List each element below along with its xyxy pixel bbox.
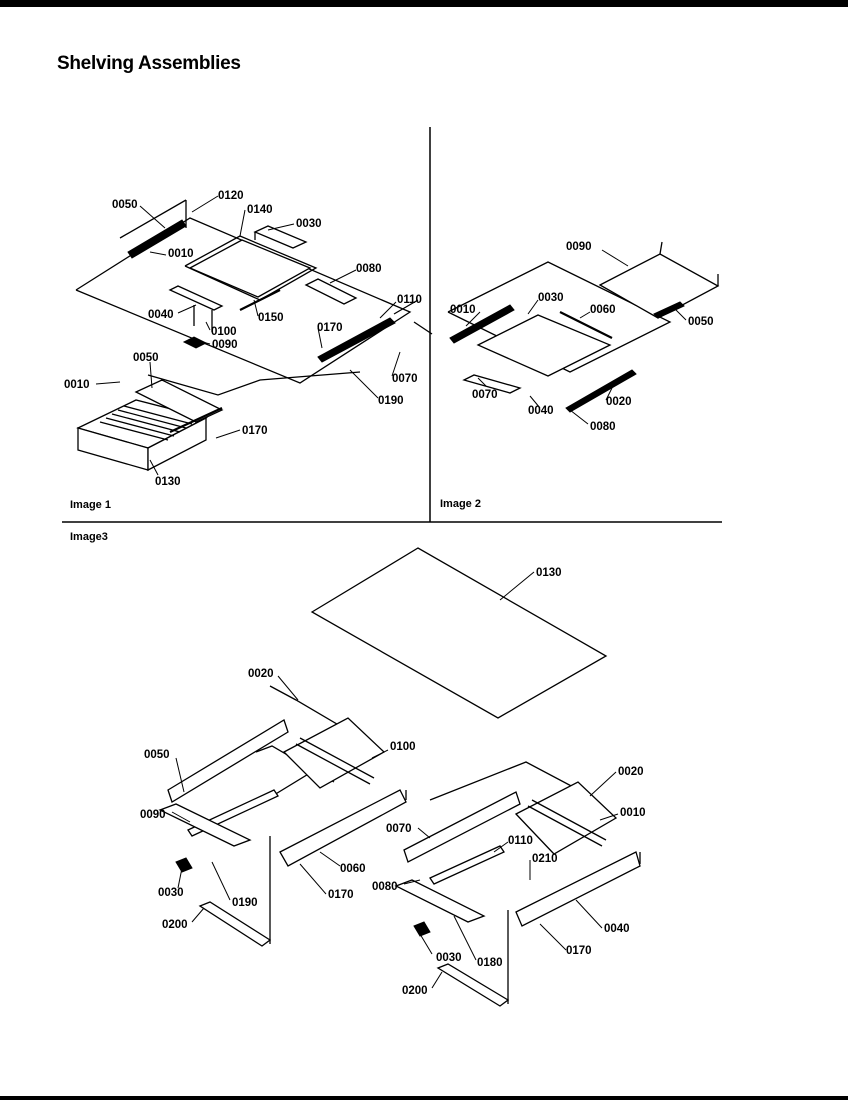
label-0120: 0120	[218, 190, 244, 202]
image2-drawing	[447, 241, 720, 413]
label-0050: 0050	[112, 199, 138, 211]
label-0050: 0050	[688, 316, 714, 328]
label-0010: 0010	[620, 807, 646, 819]
label-0100: 0100	[390, 741, 416, 753]
label-0030: 0030	[436, 952, 462, 964]
caption-image2: Image 2	[440, 498, 481, 510]
caption-image1: Image 1	[70, 499, 111, 511]
label-0130: 0130	[155, 476, 181, 488]
label-0010: 0010	[450, 304, 476, 316]
label-0050: 0050	[133, 352, 159, 364]
image3-part-labels: 0130 0020 0050 0100 0090 0020 0010 0070 …	[140, 567, 646, 997]
label-0170: 0170	[317, 322, 343, 334]
label-0020: 0020	[618, 766, 644, 778]
label-0060: 0060	[340, 863, 366, 875]
label-0010: 0010	[168, 248, 194, 260]
label-0090: 0090	[566, 241, 592, 253]
label-0090: 0090	[140, 809, 166, 821]
image2-leaders	[465, 249, 687, 425]
caption-image3: Image3	[70, 531, 108, 543]
image2-part-labels: 0090 0010 0030 0060 0050 0070 0040 0020 …	[450, 241, 714, 433]
label-0070: 0070	[392, 373, 418, 385]
label-0040: 0040	[528, 405, 554, 417]
label-0060: 0060	[590, 304, 616, 316]
label-0150: 0150	[258, 312, 284, 324]
label-0080: 0080	[372, 881, 398, 893]
label-0190: 0190	[232, 897, 258, 909]
label-0110: 0110	[397, 294, 422, 306]
label-0080: 0080	[590, 421, 616, 433]
bottom-border	[0, 1096, 848, 1100]
label-0170: 0170	[242, 425, 268, 437]
label-0050: 0050	[144, 749, 170, 761]
page-title: Shelving Assemblies	[57, 53, 241, 74]
label-0040: 0040	[148, 309, 174, 321]
label-0010: 0010	[64, 379, 90, 391]
label-0030: 0030	[158, 887, 184, 899]
top-border	[0, 0, 848, 7]
image1-leaders	[95, 195, 401, 476]
label-0130: 0130	[536, 567, 562, 579]
label-0180: 0180	[477, 957, 503, 969]
label-0030: 0030	[296, 218, 322, 230]
image3-leaders	[171, 571, 619, 989]
label-0070: 0070	[472, 389, 498, 401]
label-0170: 0170	[566, 945, 592, 957]
label-0100: 0100	[211, 326, 237, 338]
label-0210: 0210	[532, 853, 558, 865]
image1-drawing	[75, 199, 433, 472]
label-0020: 0020	[606, 396, 632, 408]
label-0110: 0110	[508, 835, 533, 847]
label-0020: 0020	[248, 668, 274, 680]
label-0040: 0040	[604, 923, 630, 935]
label-0190: 0190	[378, 395, 404, 407]
label-0170: 0170	[328, 889, 354, 901]
label-0140: 0140	[247, 204, 273, 216]
label-0070: 0070	[386, 823, 412, 835]
image1-part-labels: 0050 0120 0140 0030 0010 0080 0110 0040 …	[64, 190, 422, 488]
label-0030: 0030	[538, 292, 564, 304]
label-0080: 0080	[356, 263, 382, 275]
label-0090: 0090	[212, 339, 238, 351]
image3-drawing	[158, 547, 641, 1007]
label-0200: 0200	[162, 919, 188, 931]
label-0200: 0200	[402, 985, 428, 997]
